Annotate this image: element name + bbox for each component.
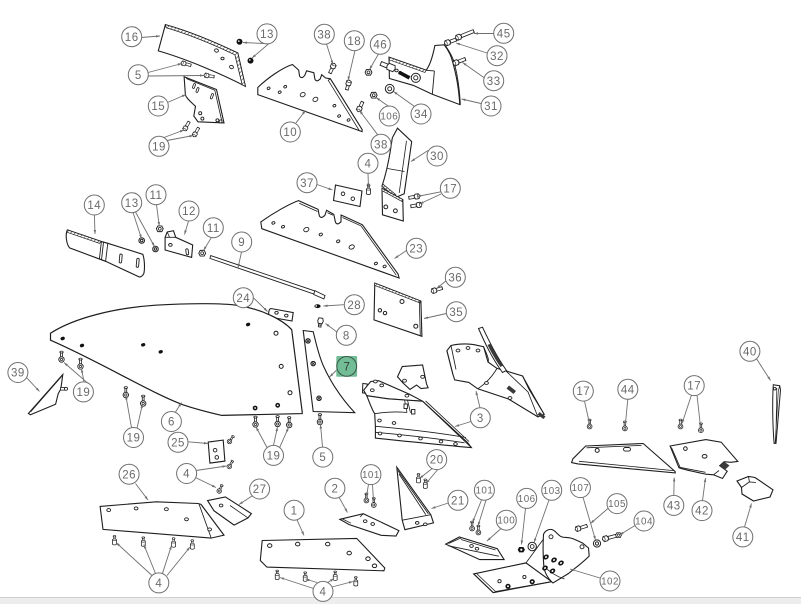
svg-text:6: 6 xyxy=(168,417,175,429)
svg-text:26: 26 xyxy=(122,469,136,481)
svg-text:38: 38 xyxy=(317,29,331,41)
svg-text:40: 40 xyxy=(743,346,757,358)
svg-text:14: 14 xyxy=(87,200,101,212)
svg-text:25: 25 xyxy=(171,437,185,449)
svg-text:20: 20 xyxy=(430,455,444,467)
svg-text:100: 100 xyxy=(497,516,515,527)
svg-text:5: 5 xyxy=(135,70,142,82)
svg-text:30: 30 xyxy=(430,151,444,163)
svg-text:5: 5 xyxy=(319,452,326,464)
svg-text:17: 17 xyxy=(687,381,701,393)
svg-text:17: 17 xyxy=(576,386,590,398)
svg-text:41: 41 xyxy=(736,532,750,544)
svg-text:37: 37 xyxy=(300,178,314,190)
svg-text:1: 1 xyxy=(291,505,298,517)
svg-text:31: 31 xyxy=(484,101,498,113)
svg-text:7: 7 xyxy=(343,362,349,374)
svg-text:39: 39 xyxy=(11,368,25,380)
svg-text:4: 4 xyxy=(365,158,372,170)
svg-text:19: 19 xyxy=(152,141,166,153)
svg-text:19: 19 xyxy=(267,451,281,463)
svg-text:4: 4 xyxy=(183,469,190,481)
svg-text:107: 107 xyxy=(571,483,589,494)
svg-text:21: 21 xyxy=(451,495,465,507)
svg-text:101: 101 xyxy=(475,486,493,497)
svg-text:43: 43 xyxy=(667,501,681,513)
svg-text:4: 4 xyxy=(320,587,327,599)
svg-text:106: 106 xyxy=(518,494,536,505)
svg-text:13: 13 xyxy=(125,198,139,210)
svg-text:4: 4 xyxy=(155,578,162,590)
svg-text:13: 13 xyxy=(260,29,274,41)
svg-text:28: 28 xyxy=(347,300,361,312)
svg-text:23: 23 xyxy=(409,243,423,255)
svg-text:34: 34 xyxy=(414,109,428,121)
svg-text:10: 10 xyxy=(283,127,297,139)
svg-text:101: 101 xyxy=(362,470,380,481)
svg-text:24: 24 xyxy=(236,293,250,305)
svg-text:45: 45 xyxy=(497,28,511,40)
svg-text:18: 18 xyxy=(347,36,361,48)
svg-text:36: 36 xyxy=(448,272,462,284)
svg-text:32: 32 xyxy=(490,51,504,63)
svg-text:3: 3 xyxy=(477,413,484,425)
svg-text:15: 15 xyxy=(151,101,165,113)
svg-text:11: 11 xyxy=(207,223,220,235)
svg-text:35: 35 xyxy=(449,307,463,319)
svg-text:12: 12 xyxy=(182,206,196,218)
svg-text:46: 46 xyxy=(373,39,387,51)
svg-text:103: 103 xyxy=(543,486,561,497)
svg-text:9: 9 xyxy=(238,237,245,249)
svg-text:17: 17 xyxy=(443,183,457,195)
svg-text:11: 11 xyxy=(150,190,163,202)
svg-text:19: 19 xyxy=(77,387,91,399)
svg-text:106: 106 xyxy=(380,112,398,123)
svg-text:8: 8 xyxy=(343,330,350,342)
svg-text:104: 104 xyxy=(635,517,653,528)
svg-text:19: 19 xyxy=(127,433,141,445)
svg-text:27: 27 xyxy=(253,484,267,496)
svg-text:102: 102 xyxy=(601,577,619,588)
svg-text:42: 42 xyxy=(695,506,709,518)
svg-text:38: 38 xyxy=(374,139,388,151)
svg-text:44: 44 xyxy=(621,384,635,396)
svg-text:33: 33 xyxy=(487,76,501,88)
svg-text:2: 2 xyxy=(331,483,338,495)
svg-text:16: 16 xyxy=(125,32,139,44)
svg-text:105: 105 xyxy=(608,499,626,510)
